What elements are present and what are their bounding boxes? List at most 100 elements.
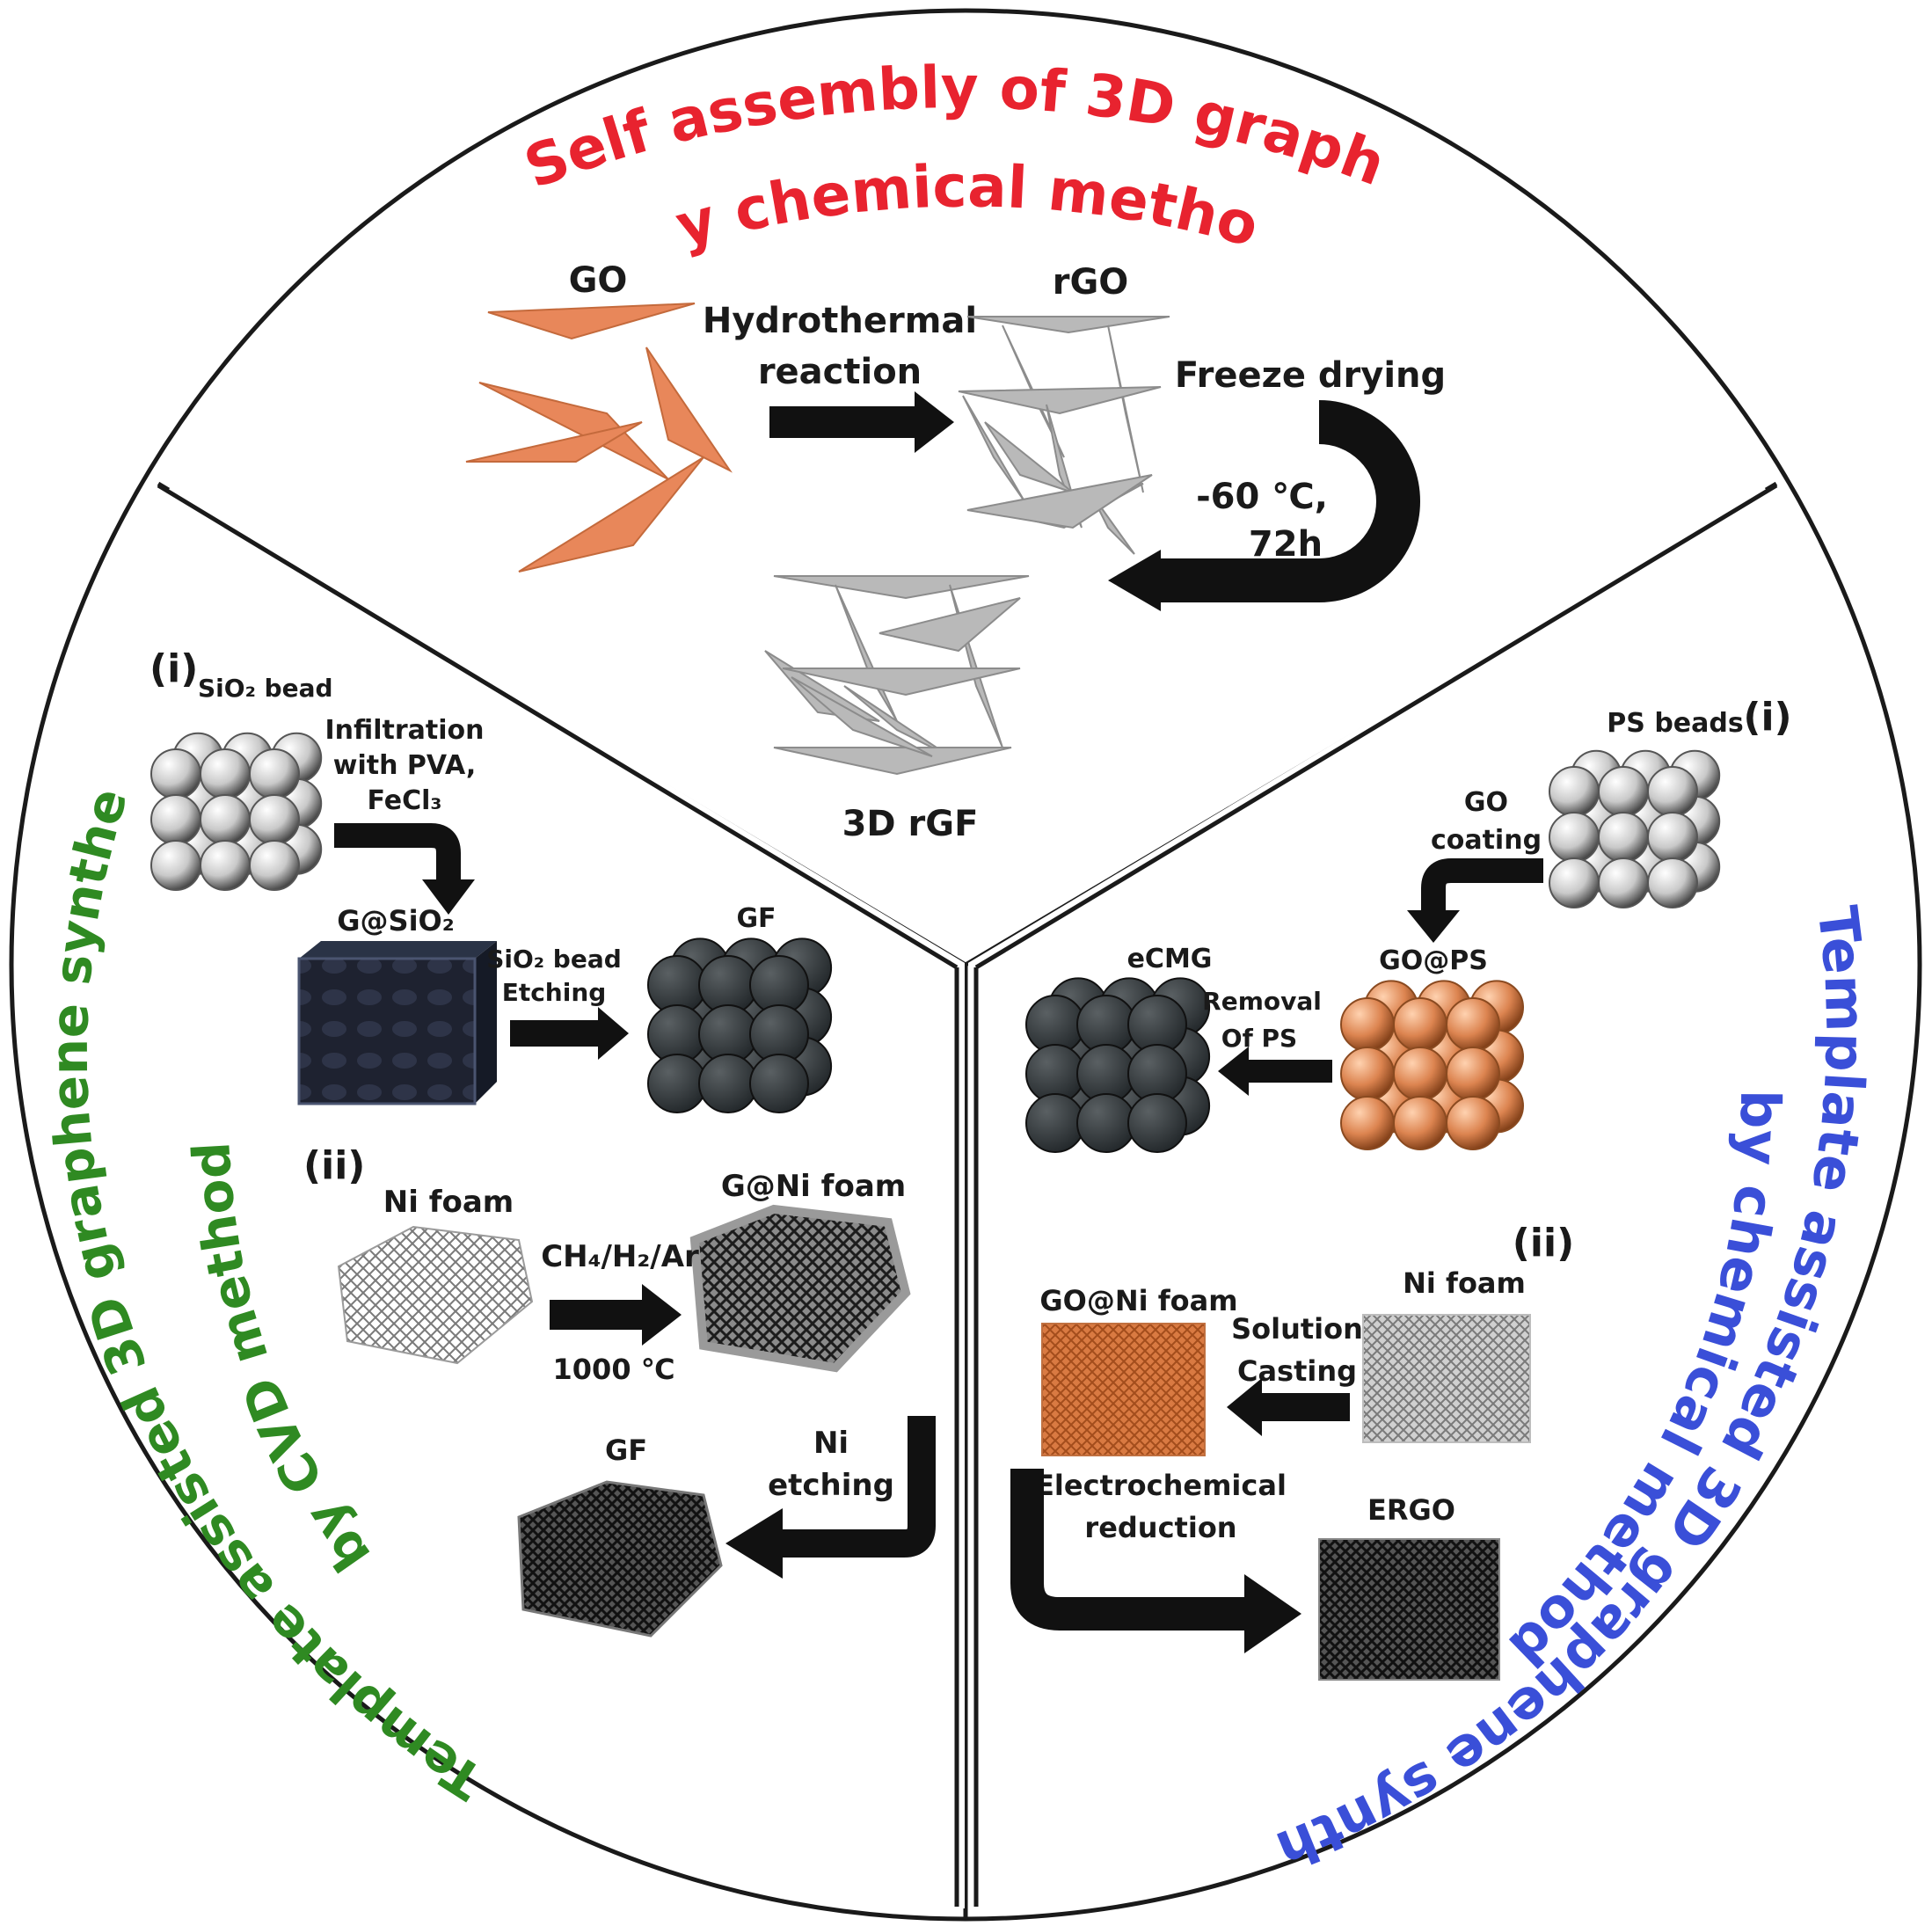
bead <box>1598 857 1649 908</box>
bead <box>200 794 251 845</box>
label-b-ii: (ii) <box>1513 1221 1574 1266</box>
label-gf-2: GF <box>605 1434 647 1467</box>
bead <box>1446 1096 1500 1150</box>
bead <box>249 794 300 845</box>
label-gf-1: GF <box>736 903 776 934</box>
arrow-electrochemical <box>1010 1469 1249 1631</box>
rgf-structure <box>764 575 1030 776</box>
label-go-coat-2: coating <box>1431 825 1542 856</box>
label-infil-3: FeCl₃ <box>367 785 441 816</box>
label-electro-1: Electrochemical <box>1035 1469 1287 1502</box>
ecmg-beads <box>1025 977 1211 1153</box>
panel-a: GO Hydrothermal reaction rGO Freeze dryi… <box>465 260 1446 844</box>
bead <box>200 840 251 891</box>
arrow-cvd <box>550 1284 682 1346</box>
bead <box>1549 857 1600 908</box>
bead <box>647 1054 707 1113</box>
label-removal-2: Of PS <box>1221 1024 1297 1053</box>
label-temp-a: -60 ℃, <box>1196 477 1328 517</box>
arrow-removal <box>1218 1047 1332 1096</box>
bead <box>1647 766 1698 817</box>
label-infil-2: with PVA, <box>333 750 476 781</box>
bead <box>1647 812 1698 863</box>
ps-beads <box>1549 749 1721 908</box>
label-removal-1: Removal <box>1202 987 1322 1016</box>
gf-foam <box>517 1480 723 1638</box>
label-c-i: (i) <box>149 646 198 691</box>
ni-foam-b <box>1362 1314 1531 1443</box>
sio2-beads <box>150 732 323 891</box>
label-b-i: (i) <box>1743 695 1791 740</box>
bead <box>1340 1096 1395 1150</box>
bead <box>1127 1093 1187 1153</box>
label-time-a: 72h <box>1249 524 1323 565</box>
label-sio2-bead: SiO₂ bead <box>198 674 333 703</box>
bead <box>150 748 201 799</box>
label-g-ni-foam: G@Ni foam <box>721 1169 906 1204</box>
arrow-hydro <box>769 391 954 453</box>
bead <box>1393 997 1447 1052</box>
label-ps-beads: PS beads <box>1607 708 1743 739</box>
label-rgf: 3D rGF <box>842 804 979 844</box>
arrow-infiltration <box>334 823 461 884</box>
label-sol-1: Solution <box>1231 1312 1363 1346</box>
bead <box>698 1054 758 1113</box>
label-ni-foam-c: Ni foam <box>383 1185 514 1220</box>
arrow-solution-casting <box>1227 1378 1350 1436</box>
label-etch-2: Etching <box>502 978 607 1007</box>
bead <box>1393 1047 1447 1101</box>
bead <box>1647 857 1698 908</box>
label-c-ii: (ii) <box>303 1143 365 1188</box>
label-go: GO <box>569 260 628 301</box>
arrow-go-coating <box>1421 858 1543 915</box>
label-gas: CH₄/H₂/Ar <box>541 1239 699 1274</box>
label-go-ni-foam: GO@Ni foam <box>1039 1284 1237 1317</box>
label-freeze: Freeze drying <box>1175 355 1446 396</box>
panel-c: (i) SiO₂ bead Infiltration with PVA, FeC… <box>149 646 936 1638</box>
bead <box>1549 766 1600 817</box>
ergo-foam <box>1318 1538 1500 1681</box>
gf-beads <box>647 937 833 1113</box>
bead <box>1340 997 1395 1052</box>
go-ps-beads <box>1340 980 1524 1150</box>
bead <box>1549 812 1600 863</box>
bead <box>249 748 300 799</box>
bead <box>200 748 251 799</box>
rgo-structure <box>958 316 1170 555</box>
label-etch-1: SiO₂ bead <box>486 945 622 974</box>
arrow-ni-etching <box>774 1416 936 1558</box>
bead <box>1393 1096 1447 1150</box>
arrow-freeze <box>1152 400 1420 602</box>
label-rgo: rGO <box>1053 262 1129 303</box>
ni-foam-c <box>337 1225 534 1365</box>
label-temp-c: 1000 ℃ <box>553 1353 675 1386</box>
label-ni-foam-b: Ni foam <box>1403 1266 1526 1300</box>
title-a-line1: (a) Self assembly of 3D graphene <box>0 0 1394 201</box>
arrow-etching <box>510 1007 629 1060</box>
bead <box>150 840 201 891</box>
bead <box>249 840 300 891</box>
bead <box>749 1054 809 1113</box>
bead <box>1076 1093 1136 1153</box>
bead <box>1340 1047 1395 1101</box>
label-infil-1: Infiltration <box>324 715 484 746</box>
label-g-sio2: G@SiO₂ <box>337 904 455 937</box>
bead <box>1025 1093 1085 1153</box>
bead <box>150 794 201 845</box>
label-go-coat-1: GO <box>1464 787 1508 818</box>
label-sol-2: Casting <box>1237 1354 1357 1388</box>
label-ni-etch-1: Ni <box>813 1426 849 1461</box>
bead <box>1598 766 1649 817</box>
label-electro-2: reduction <box>1084 1511 1236 1544</box>
bead <box>1446 1047 1500 1101</box>
go-ni-foam <box>1041 1323 1206 1456</box>
bead <box>1446 997 1500 1052</box>
label-ecmg: eCMG <box>1127 944 1213 974</box>
label-ergo: ERGO <box>1367 1493 1455 1527</box>
panel-b: PS beads (i) GO coating GO@PS eCMG Remov… <box>1010 695 1792 1681</box>
g-sio2-cube <box>297 941 497 1105</box>
label-go-ps: GO@PS <box>1379 945 1488 976</box>
bead <box>1598 812 1649 863</box>
